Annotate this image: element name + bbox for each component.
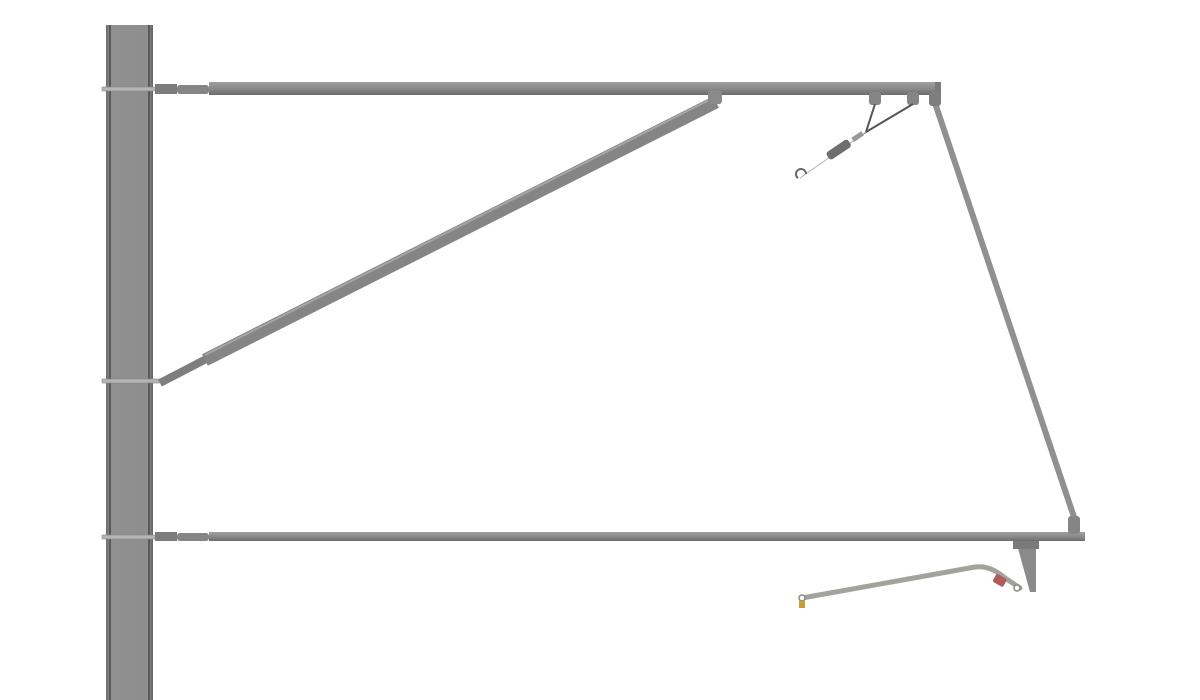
mast (106, 25, 153, 700)
diagonal-brace (158, 90, 722, 387)
stay-tube (929, 92, 1080, 534)
top-tube (155, 82, 941, 95)
registration-tube (155, 532, 1085, 541)
steady-arm-assembly (798, 541, 1039, 608)
catenary-support (795, 92, 919, 179)
